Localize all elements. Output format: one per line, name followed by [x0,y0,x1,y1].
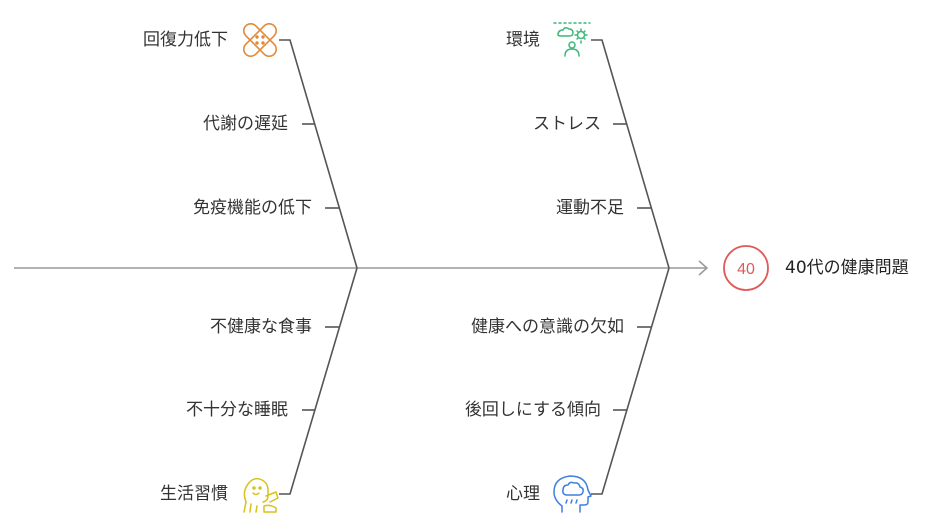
category-title-bottom-right: 心理 [506,484,540,504]
cause-label: 後回しにする傾向 [464,400,601,420]
cause-label: 不健康な食事 [210,317,312,337]
cause-label: 免疫機能の低下 [193,198,312,218]
cause-label: 運動不足 [556,198,624,218]
spine-arrowhead [698,260,709,276]
category-title-bottom-left: 生活習慣 [160,484,228,504]
bone-top-left [279,39,358,269]
mind-icon [553,475,592,513]
bone-bottom-right [591,267,670,495]
cause-label: ストレス [533,114,601,134]
environment-icon [553,22,591,57]
cause-label: 不十分な睡眠 [186,400,288,420]
category-title-top-left: 回復力低下 [143,30,228,50]
effect-badge-circle [723,245,769,291]
cause-label: 健康への意識の欠如 [471,317,624,337]
category-title-top-right: 環境 [506,30,540,50]
bandage-icon [243,23,277,57]
lifestyle-icon [243,477,279,513]
cause-label: 代謝の遅延 [203,114,288,134]
bone-bottom-left [279,267,358,495]
effect-badge-text: 40 [737,261,755,278]
effect-label: 40代の健康問題 [785,258,909,278]
bone-top-right [591,39,670,269]
